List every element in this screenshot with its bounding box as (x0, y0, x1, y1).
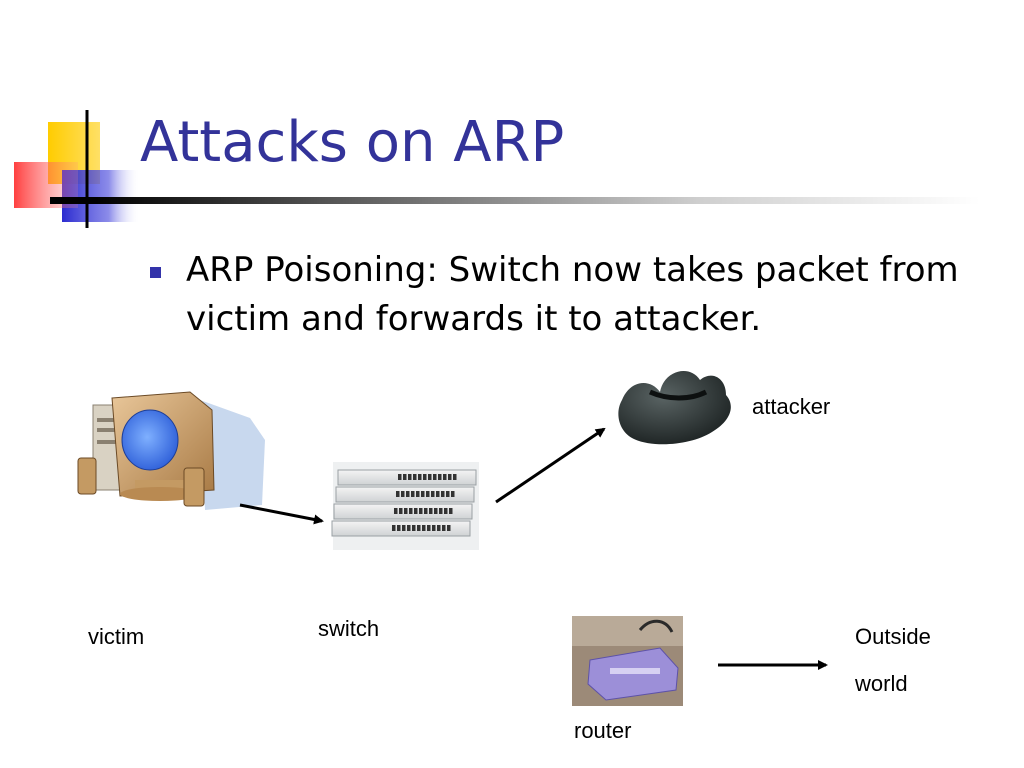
cowboy-hat-icon (618, 370, 731, 445)
switch-label: switch (318, 616, 379, 641)
slide-title: Attacks on ARP (140, 110, 565, 175)
bullet-marker (150, 267, 161, 278)
desktop-computer-icon (77, 391, 265, 510)
outside-world-label-line1: Outside (855, 624, 931, 649)
router-label: router (574, 718, 631, 743)
bullet-text: ARP Poisoning: Switch now takes packet f… (186, 250, 959, 339)
attacker-label: attacker (752, 394, 830, 419)
router-photo (572, 616, 683, 706)
network-switch-icon (331, 462, 479, 550)
title-underline (50, 197, 980, 204)
outside-world-label-line2: world (854, 671, 908, 696)
victim-label: victim (88, 624, 144, 649)
arrow-victim-to-switch (239, 503, 324, 525)
arrow-switch-to-attacker (495, 427, 606, 504)
